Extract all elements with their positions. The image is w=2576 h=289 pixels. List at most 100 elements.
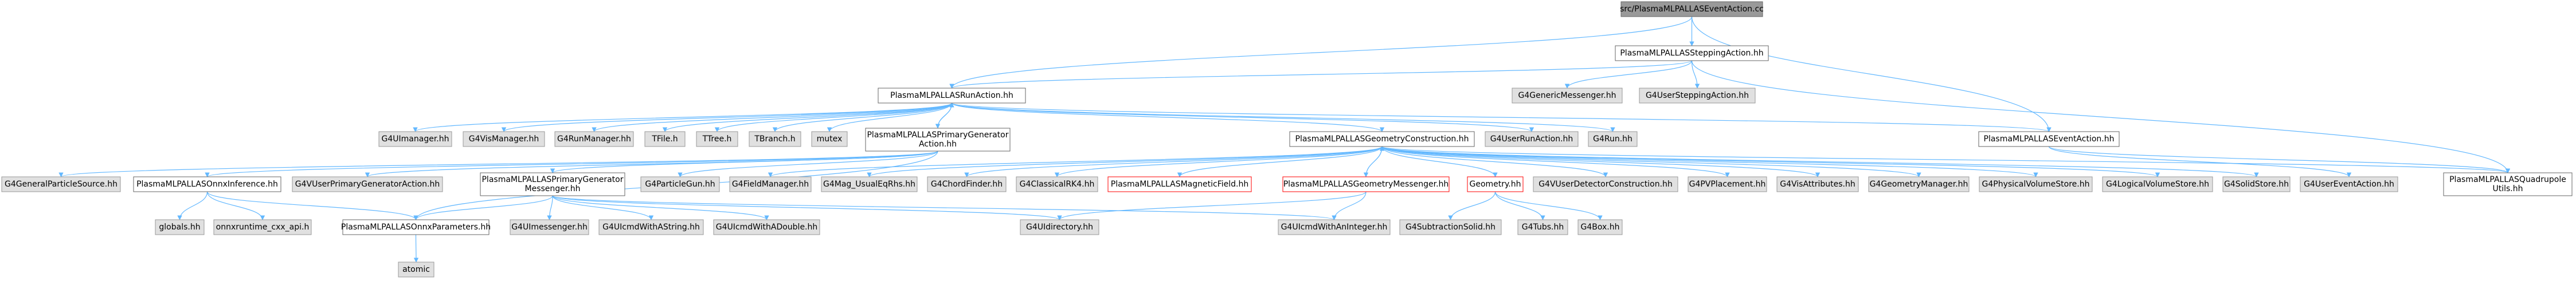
node-g4vuserdetectorconstruction: G4VUserDetectorConstruction.hh xyxy=(1533,176,1678,192)
node-label: Utils.hh xyxy=(2492,184,2523,193)
edge-params-to-atomic xyxy=(413,234,419,263)
node-box xyxy=(510,219,589,235)
node-label: G4GenericMessenger.hh xyxy=(1518,91,1616,100)
node-g4uicmdwithaninteger: G4UIcmdWithAnInteger.hh xyxy=(1278,219,1391,235)
node-box xyxy=(644,131,686,147)
edge-geo-to-lvs xyxy=(1381,146,2160,177)
node-box xyxy=(1688,176,1767,192)
node-box xyxy=(1020,219,1099,235)
node-g4uicmdwithastring: G4UIcmdWithAString.hh xyxy=(598,219,704,235)
node-plasmamlpallaseventaction[interactable]: PlasmaMLPALLASEventAction.hh xyxy=(1978,131,2120,147)
node-label: G4RunManager.hh xyxy=(557,134,631,144)
edge-pga-to-onnx xyxy=(205,151,938,177)
node-box xyxy=(1620,1,1763,17)
node-box xyxy=(1533,176,1678,192)
node-label: G4SubtractionSolid.hh xyxy=(1406,223,1496,232)
node-g4userrunaction: G4UserRunAction.hh xyxy=(1485,131,1579,147)
node-label: PlasmaMLPALLASPrimaryGenerator xyxy=(867,130,1008,140)
node-label: G4ClassicalRK4.hh xyxy=(1020,180,1095,189)
node-plasmamlpallasonnxparameters[interactable]: PlasmaMLPALLASOnnxParameters.hh xyxy=(341,219,491,235)
node-box xyxy=(2222,176,2291,192)
node-box xyxy=(1107,176,1252,192)
node-box xyxy=(342,219,490,235)
node-plasmamlpallasprimarygeneratormessenger[interactable]: PlasmaMLPALLASPrimaryGeneratorMessenger.… xyxy=(480,172,625,196)
node-label: G4UIcmdWithAString.hh xyxy=(602,223,700,232)
node-g4fieldmanager: G4FieldManager.hh xyxy=(729,176,812,192)
node-box xyxy=(1517,219,1568,235)
node-label: PlasmaMLPALLASMagneticField.hh xyxy=(1111,180,1248,189)
node-label: G4UserSteppingAction.hh xyxy=(1646,91,1749,100)
node-tfile: TFile.h xyxy=(644,131,686,147)
edge-pga-to-pgm xyxy=(550,151,938,173)
node-mutex: mutex xyxy=(811,131,848,147)
edge-gmtry-to-tubs xyxy=(1494,191,1545,220)
node-geometry[interactable]: Geometry.hh xyxy=(1467,176,1524,192)
node-label: G4GeometryManager.hh xyxy=(1870,180,1968,189)
node-label: PlasmaMLPALLASGeometryConstruction.hh xyxy=(1295,134,1469,144)
edge-geo-to-pvs xyxy=(1381,146,2038,177)
node-g4visattributes: G4VisAttributes.hh xyxy=(1776,176,1859,192)
node-src-plasmamlpallaseventaction[interactable]: src/PlasmaMLPALLASEventAction.cc xyxy=(1620,1,1764,17)
node-label: G4GeneralParticleSource.hh xyxy=(5,180,118,189)
node-g4tubs: G4Tubs.hh xyxy=(1517,219,1568,235)
node-label: Geometry.hh xyxy=(1469,180,1521,189)
node-g4particlegun: G4ParticleGun.hh xyxy=(640,176,720,192)
node-plasmamlpallasgeometrymessenger[interactable]: PlasmaMLPALLASGeometryMessenger.hh xyxy=(1282,176,1450,192)
node-label: G4PhysicalVolumeStore.hh xyxy=(1982,180,2090,189)
edge-evt-to-quad xyxy=(2048,146,2510,173)
edge-evt-to-guea xyxy=(2048,146,2352,177)
edge-pgm-to-uidir xyxy=(552,195,1062,220)
edge-layer xyxy=(58,16,2511,263)
edge-root-to-run xyxy=(949,16,1693,89)
node-plasmamlpallasrunaction[interactable]: PlasmaMLPALLASRunAction.hh xyxy=(878,88,1026,104)
node-label: G4VisManager.hh xyxy=(469,134,539,144)
edge-pga-to-run xyxy=(937,102,954,129)
edge-run-to-tfile xyxy=(662,102,953,132)
node-label: TTree.h xyxy=(702,134,732,144)
node-g4uicmdwithadouble: G4UIcmdWithADouble.hh xyxy=(713,219,820,235)
node-box xyxy=(1776,176,1859,192)
node-g4classicalrk4: G4ClassicalRK4.hh xyxy=(1016,176,1098,192)
node-plasmamlpallasgeometryconstruction[interactable]: PlasmaMLPALLASGeometryConstruction.hh xyxy=(1289,131,1475,147)
node-box xyxy=(133,176,281,192)
node-box xyxy=(398,262,434,278)
node-label: mutex xyxy=(817,134,843,144)
node-label: PlasmaMLPALLASGeometryMessenger.hh xyxy=(1283,180,1449,189)
node-box xyxy=(554,131,634,147)
node-g4logicalvolumestore: G4LogicalVolumeStore.hh xyxy=(2102,176,2213,192)
edge-pga-to-gps xyxy=(58,151,938,177)
node-box xyxy=(696,131,738,147)
node-label: G4UserRunAction.hh xyxy=(1490,134,1573,144)
node-plasmamlpallasmagneticfield[interactable]: PlasmaMLPALLASMagneticField.hh xyxy=(1107,176,1252,192)
edge-run-to-vism xyxy=(502,102,953,132)
node-plasmamlpallasonnxinference[interactable]: PlasmaMLPALLASOnnxInference.hh xyxy=(133,176,281,192)
node-box xyxy=(2102,176,2213,192)
node-g4vismanager: G4VisManager.hh xyxy=(463,131,545,147)
node-g4subtractionsolid: G4SubtractionSolid.hh xyxy=(1399,219,1502,235)
node-label: G4UIcmdWithADouble.hh xyxy=(716,223,818,232)
node-label: PlasmaMLPALLASSteppingAction.hh xyxy=(1620,49,1763,58)
edge-pga-to-pgun xyxy=(678,151,938,177)
node-box xyxy=(1868,176,1970,192)
node-g4chordfinder: G4ChordFinder.hh xyxy=(927,176,1007,192)
edge-root-to-evt xyxy=(1691,16,2052,132)
node-g4uimanager: G4UImanager.hh xyxy=(378,131,452,147)
edge-gmes-to-geo xyxy=(1365,146,1385,177)
node-box xyxy=(378,131,452,147)
node-plasmamlpallassteppingaction[interactable]: PlasmaMLPALLASSteppingAction.hh xyxy=(1615,45,1769,61)
node-label: Messenger.hh xyxy=(525,184,581,193)
node-g4physicalvolumestore: G4PhysicalVolumeStore.hh xyxy=(1979,176,2093,192)
edge-gmes-to-cmdi xyxy=(1332,191,1367,220)
node-box xyxy=(1639,88,1756,104)
node-box xyxy=(811,131,848,147)
node-box xyxy=(480,172,625,196)
node-box xyxy=(1016,176,1098,192)
edge-geo-to-vudc xyxy=(1381,146,1608,177)
node-g4solidstore: G4SolidStore.hh xyxy=(2222,176,2291,192)
node-g4genericmessenger: G4GenericMessenger.hh xyxy=(1512,88,1623,104)
edge-geo-to-solid xyxy=(1381,146,2259,177)
node-g4mag-usualeqrhs: G4Mag_UsualEqRhs.hh xyxy=(821,176,918,192)
node-label: G4PVPlacement.hh xyxy=(1689,180,1766,189)
